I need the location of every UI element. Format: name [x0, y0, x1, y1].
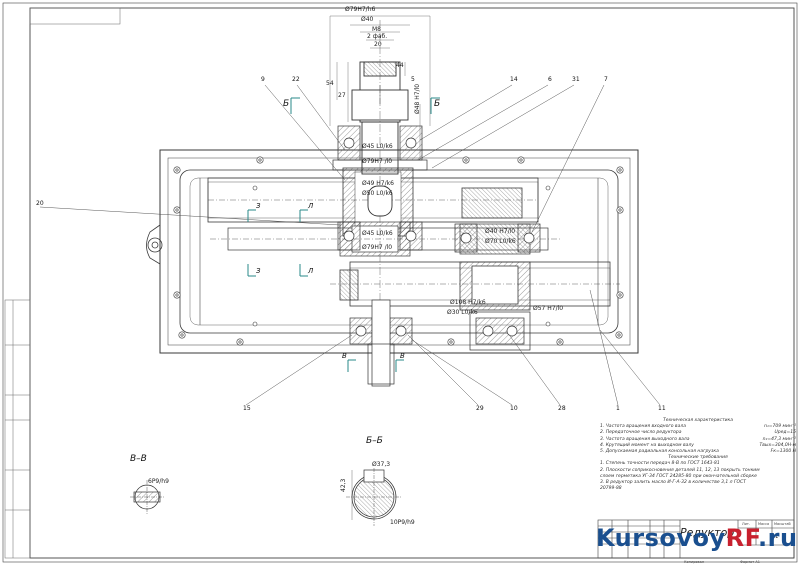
part-number-29: 29 — [476, 405, 484, 412]
lifting-lug — [146, 224, 163, 265]
dim-shaft-fit1: Ø40 Н7/l0 — [485, 228, 516, 235]
part-number-20: 20 — [36, 200, 44, 207]
part-number-11: 11 — [658, 405, 666, 412]
section-letter-l2: Л — [308, 267, 314, 275]
section-title-bb: Б–Б — [366, 436, 383, 446]
bolt-holes — [173, 156, 624, 346]
section-letter-vv-right: В — [400, 352, 405, 360]
corner-stamp — [29, 7, 121, 25]
technical-notes: Техническая характеристика 1. Частота вр… — [600, 418, 796, 492]
section-letter-bb-right: Б — [434, 99, 441, 109]
title-block-copied: Копировал — [684, 560, 704, 564]
section-title-vv: В–В — [130, 454, 147, 464]
dim-54: 54 — [326, 80, 334, 87]
title-block-mass: Масса — [758, 522, 770, 526]
dim-27: 27 — [338, 92, 346, 99]
dimension-lines — [329, 15, 431, 160]
part-number-10: 10 — [510, 405, 518, 412]
dim-bearing2: Ø79Н7 /l0 — [362, 158, 393, 165]
section-letter-bb-left: Б — [283, 99, 290, 109]
section-bb-drawing — [346, 468, 402, 526]
title-block-lit: Лит. — [742, 522, 751, 526]
part-number-28: 28 — [558, 405, 566, 412]
section-letter-l1: Л — [308, 202, 314, 210]
dim-gear-fit2: Ø50 L0/k6 — [362, 190, 393, 197]
watermark-logo: KursovoyRF.ru — [596, 524, 798, 552]
side-stamp — [4, 299, 31, 559]
dim-gear-fit1: Ø49 Н7/k6 — [362, 180, 394, 187]
part-number-7: 7 — [604, 76, 608, 83]
tech-requirement: 1. Степень точности передач 8-В по ГОСТ … — [600, 461, 720, 467]
title-block-scale: Масштаб — [774, 522, 791, 526]
section-letter-z2: З — [256, 267, 261, 275]
dim-bearing4: Ø79Н7 /l0 — [362, 244, 393, 251]
dim-20: 20 — [374, 41, 382, 48]
dim-out-fit2: Ø30 L0/k6 — [447, 309, 478, 316]
bearings-lower — [349, 299, 531, 387]
dim-m8: M8 — [372, 26, 381, 33]
section-markers — [247, 97, 440, 372]
dim-bb-fit: 10Р9/h9 — [390, 519, 415, 526]
bearings-mid — [337, 221, 541, 253]
part-number-9: 9 — [261, 76, 265, 83]
part-number-31: 31 — [572, 76, 580, 83]
input-shaft — [351, 20, 409, 380]
dim-vertical-fit: Ø48 Н7/l0 — [414, 83, 421, 114]
dim-shaft-fit2: Ø70 L0/k6 — [485, 238, 516, 245]
dim-out-fit3: Ø57 Н7/l0 — [533, 305, 564, 312]
sheet-number: 11 — [772, 534, 779, 540]
title-block-format: Формат А1 — [740, 560, 760, 564]
bearings-upper — [332, 125, 428, 171]
dim-out-fit1: Ø108 Н7/k6 — [450, 299, 486, 306]
part-number-22: 22 — [292, 76, 300, 83]
section-letter-z1: З — [256, 202, 261, 210]
output-gear — [330, 261, 620, 311]
part-number-14: 14 — [510, 76, 518, 83]
section-letter-vv-left: В — [342, 352, 347, 360]
tech-requirement: 2. Плоскости соприкосновения деталей 11,… — [600, 467, 760, 473]
dim-bearing1: Ø45 L0/k6 — [362, 143, 393, 150]
section-vv-drawing — [130, 480, 164, 514]
title-block — [597, 519, 795, 559]
part-number-6: 6 — [548, 76, 552, 83]
dim-top-dia: Ø40 — [361, 16, 374, 23]
leader-lines — [39, 84, 661, 406]
drawing-title: Редуктор — [680, 526, 735, 539]
dim-top-fit: Ø79Н7/h6 — [345, 6, 376, 13]
tech-row: 5. Допускаемая радиальная консольная наг… — [600, 449, 796, 455]
tech-header: Техническая характеристика — [663, 418, 733, 423]
dim-bb-dia: Ø37,3 — [372, 461, 391, 468]
dim-fillet: 2 фаб. — [367, 33, 388, 40]
tech-requirements-header: Технические требования — [668, 455, 728, 461]
tech-requirement: 3. В редуктор залить масло И-Г-А-32 в ко… — [600, 480, 746, 486]
tech-requirement: слоем герметика УГ-34 ГОСТ 24285-80 при … — [600, 473, 757, 479]
dim-vv-fit: 6Р9/h9 — [148, 478, 169, 485]
inner-walls — [199, 178, 599, 325]
tech-requirement: 20799-88 — [600, 486, 622, 492]
part-number-5: 5 — [411, 76, 415, 83]
dim-bearing3: Ø45 L0/k6 — [362, 230, 393, 237]
dim-44: 44 — [396, 62, 404, 69]
dim-bb-height: 42,3 — [340, 478, 347, 492]
part-number-15: 15 — [243, 405, 251, 412]
part-number-1: 1 — [616, 405, 620, 412]
